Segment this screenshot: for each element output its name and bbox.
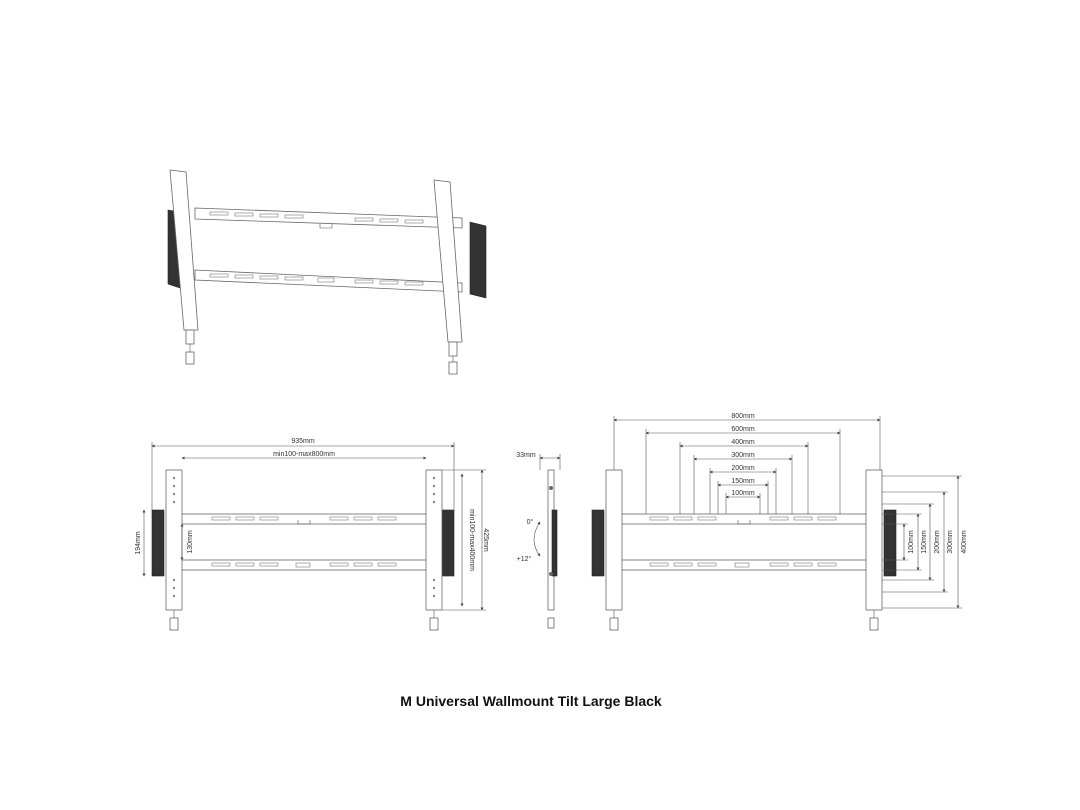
dim-vesa-height: min100-max400mm xyxy=(468,509,475,571)
vesa-v-label-2: 200mm xyxy=(934,530,941,554)
tilt-min: 0° xyxy=(527,518,534,526)
top-rail xyxy=(167,513,439,525)
vesa-h-label-6: 100mm xyxy=(731,490,755,497)
vesa-v-label-1: 150mm xyxy=(921,530,928,554)
front-view: 935mm min100-max800mm 194mm 130mm min100… xyxy=(135,438,489,631)
perspective-view xyxy=(167,169,487,375)
dim-pad-height: 194mm xyxy=(135,531,142,555)
right-pad xyxy=(441,509,455,577)
side-view: 33mm 0° +12° xyxy=(516,452,561,629)
dim-width: 935mm xyxy=(291,438,315,445)
dim-depth: 33mm xyxy=(516,452,536,459)
vesa-v-label-3: 300mm xyxy=(947,530,954,554)
vesa-v-label-0: 100mm xyxy=(908,530,915,554)
left-pad xyxy=(151,509,165,577)
vesa-v-label-4: 400mm xyxy=(961,530,968,554)
vesa-view: 800mm 600mm 400mm 300mm 200mm 150mm 100m… xyxy=(591,413,968,631)
vesa-h-label-3: 300mm xyxy=(731,452,755,459)
vesa-h-label-4: 200mm xyxy=(731,465,755,472)
dim-total-height: 425mm xyxy=(482,528,489,552)
vesa-h-label-2: 400mm xyxy=(731,439,755,446)
product-title: M Universal Wallmount Tilt Large Black xyxy=(400,693,662,709)
vesa-h-label-0: 800mm xyxy=(731,413,755,420)
tilt-max: +12° xyxy=(517,555,532,563)
vesa-h-label-1: 600mm xyxy=(731,426,755,433)
vesa-h-label-5: 150mm xyxy=(731,478,755,485)
dim-vesa-width: min100-max800mm xyxy=(273,451,335,458)
dim-center: 130mm xyxy=(187,530,194,554)
